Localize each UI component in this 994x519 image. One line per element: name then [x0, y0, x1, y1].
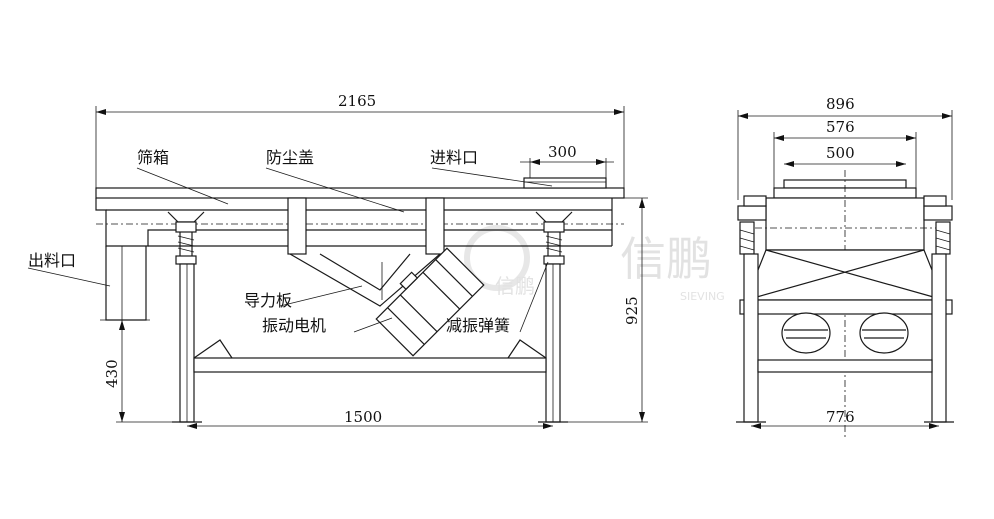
label-dust-cover: 防尘盖 [266, 148, 314, 167]
watermark-brand: 信鹏 [620, 232, 712, 286]
label-damping-spring: 减振弹簧 [446, 316, 510, 335]
label-vibration-motor: 振动电机 [262, 316, 326, 335]
dim-support-span: 1500 [344, 408, 382, 426]
dim-inlet-width: 300 [548, 143, 577, 161]
end-view: 896 576 500 [736, 95, 954, 440]
spring-seat-right [535, 211, 573, 265]
vibration-motor [375, 247, 485, 357]
watermark-brand-small: 信鹏 [495, 274, 535, 298]
label-guide-plate: 导力板 [244, 291, 292, 310]
dim-end-total-width: 896 [826, 95, 855, 113]
label-discharge-outlet: 出料口 [28, 251, 76, 270]
dim-total-length: 2165 [338, 92, 376, 110]
watermark-brand-latin: SIEVING [680, 290, 725, 303]
label-screen-box: 筛箱 [137, 148, 169, 167]
dim-end-box-width: 576 [826, 118, 855, 136]
dim-discharge-height: 430 [103, 359, 121, 388]
dim-end-base-width: 776 [826, 408, 855, 426]
dim-height: 925 [623, 296, 641, 325]
spring-seat-left [167, 211, 205, 265]
watermark: 信鹏 信鹏 SIEVING [464, 225, 725, 303]
dim-end-inlet-width: 500 [826, 144, 855, 162]
label-feed-inlet: 进料口 [430, 148, 478, 167]
side-view: 2165 300 [27, 92, 648, 429]
